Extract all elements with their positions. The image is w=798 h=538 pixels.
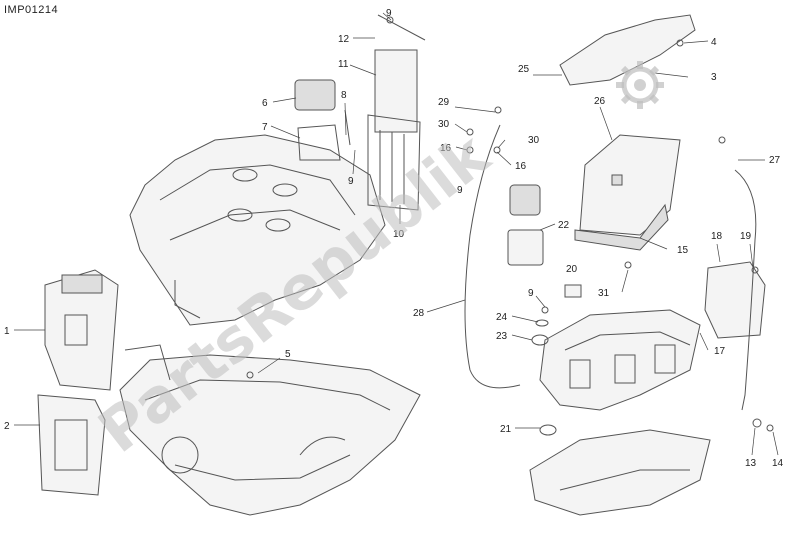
battery-cables	[464, 124, 757, 411]
part-labels: 1 2 3 4 5 6 7 8 9 9 9 9 10 11 12 13 14 1…	[4, 8, 784, 469]
label-9a: 9	[386, 8, 392, 19]
label-17: 17	[714, 346, 726, 357]
voltage-regulator	[704, 261, 766, 339]
label-30a: 30	[438, 119, 450, 130]
lower-tray-frame	[529, 429, 711, 516]
label-26: 26	[594, 96, 606, 107]
label-27: 27	[769, 155, 781, 166]
label-5: 5	[285, 349, 291, 360]
relay-components	[507, 184, 582, 298]
label-10: 10	[393, 229, 405, 240]
label-9b: 9	[348, 176, 354, 187]
ecu-cover	[37, 394, 106, 496]
label-28: 28	[413, 308, 425, 319]
label-29: 29	[438, 97, 450, 108]
diagram-code: IMP01214	[4, 4, 59, 16]
label-16b: 16	[515, 161, 527, 172]
label-25: 25	[518, 64, 530, 75]
label-31: 31	[598, 288, 610, 299]
label-8: 8	[341, 90, 347, 101]
battery-tray	[539, 309, 701, 411]
label-15: 15	[677, 245, 689, 256]
label-6: 6	[262, 98, 268, 109]
battery	[574, 134, 681, 251]
label-12: 12	[338, 34, 350, 45]
label-7: 7	[262, 122, 268, 133]
label-18: 18	[711, 231, 723, 242]
label-20: 20	[566, 264, 578, 275]
label-22: 22	[558, 220, 570, 231]
label-14: 14	[772, 458, 784, 469]
label-9d: 9	[457, 185, 463, 196]
label-1: 1	[4, 326, 10, 337]
label-21: 21	[500, 424, 512, 435]
label-11: 11	[338, 59, 349, 70]
label-30b: 30	[528, 135, 540, 146]
ecu-bracket	[44, 269, 119, 391]
label-13: 13	[745, 458, 757, 469]
gear-icon	[616, 61, 664, 109]
connector-module	[294, 14, 426, 211]
leader-lines	[14, 12, 779, 456]
label-2: 2	[4, 421, 10, 432]
label-24: 24	[496, 312, 508, 323]
battery-cover	[559, 14, 696, 86]
label-4: 4	[711, 37, 717, 48]
airbox-assembly	[129, 134, 386, 326]
label-9c: 9	[528, 288, 534, 299]
label-16a: 16	[440, 143, 452, 154]
frame-assembly	[119, 344, 421, 516]
label-3: 3	[711, 72, 717, 83]
label-19: 19	[740, 231, 752, 242]
label-23: 23	[496, 331, 508, 342]
